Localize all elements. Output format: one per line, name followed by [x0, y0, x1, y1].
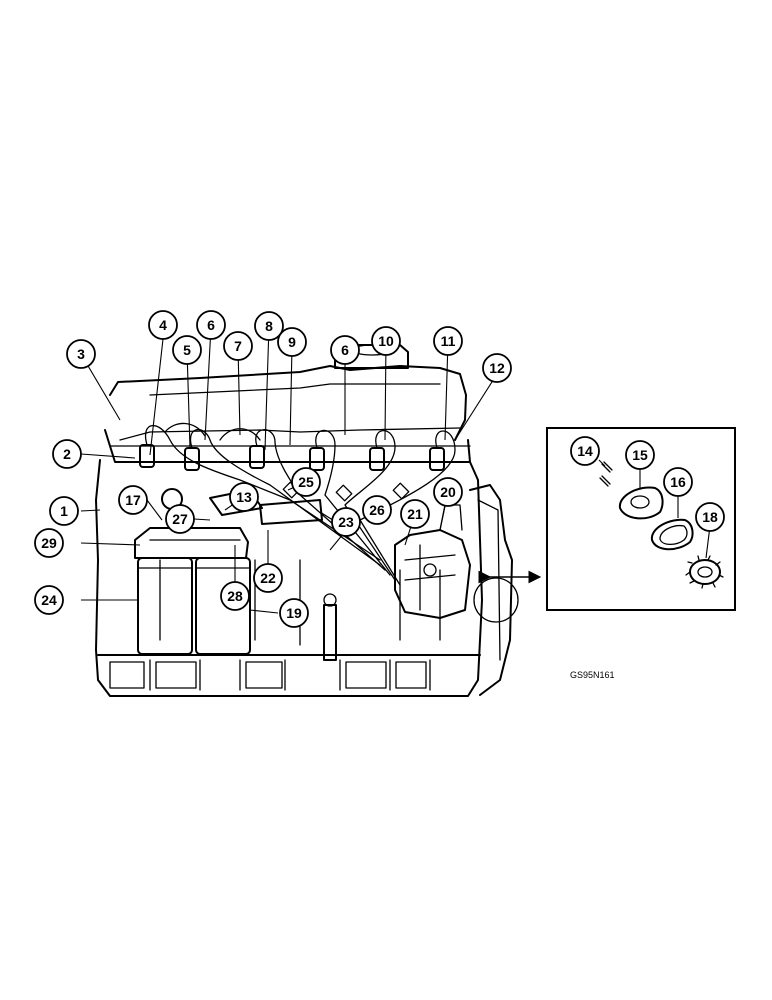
svg-text:6: 6 [341, 342, 349, 358]
svg-text:22: 22 [260, 570, 276, 586]
svg-text:18: 18 [702, 509, 718, 525]
callout: 12 [482, 353, 512, 383]
svg-text:5: 5 [183, 342, 191, 358]
callout: 27 [165, 504, 195, 534]
svg-text:26: 26 [369, 502, 385, 518]
callout: 6 [196, 310, 226, 340]
svg-text:23: 23 [338, 514, 354, 530]
svg-text:13: 13 [236, 489, 252, 505]
callout: 23 [331, 507, 361, 537]
callout: 16 [663, 467, 693, 497]
svg-text:3: 3 [77, 346, 85, 362]
svg-text:27: 27 [172, 511, 188, 527]
svg-text:15: 15 [632, 447, 648, 463]
callout: 8 [254, 311, 284, 341]
callout: 11 [433, 326, 463, 356]
callout: 4 [148, 310, 178, 340]
callout: 5 [172, 335, 202, 365]
callout: 14 [570, 436, 600, 466]
svg-text:21: 21 [407, 506, 423, 522]
svg-text:24: 24 [41, 592, 57, 608]
callout: 13 [229, 482, 259, 512]
callout: 21 [400, 499, 430, 529]
svg-text:10: 10 [378, 333, 394, 349]
callout: 22 [253, 563, 283, 593]
callout: 10 [371, 326, 401, 356]
svg-text:25: 25 [298, 474, 314, 490]
callout: 2 [52, 439, 82, 469]
callout: 7 [223, 331, 253, 361]
figure-code: GS95N161 [570, 670, 615, 680]
svg-text:14: 14 [577, 443, 593, 459]
svg-text:16: 16 [670, 474, 686, 490]
callout: 1 [49, 496, 79, 526]
svg-text:28: 28 [227, 588, 243, 604]
svg-text:19: 19 [286, 605, 302, 621]
callout: 28 [220, 581, 250, 611]
callout: 17 [118, 485, 148, 515]
svg-text:9: 9 [288, 334, 296, 350]
engine-illustration [95, 344, 519, 697]
callout: 18 [695, 502, 725, 532]
callout: 9 [277, 327, 307, 357]
svg-text:12: 12 [489, 360, 505, 376]
callout: 15 [625, 440, 655, 470]
callout: 19 [279, 598, 309, 628]
callout: 25 [291, 467, 321, 497]
callout: 3 [66, 339, 96, 369]
callout: 20 [433, 477, 463, 507]
callout: 6 [330, 335, 360, 365]
svg-text:17: 17 [125, 492, 141, 508]
svg-text:8: 8 [265, 318, 273, 334]
svg-text:4: 4 [159, 317, 167, 333]
svg-text:7: 7 [234, 338, 242, 354]
svg-text:6: 6 [207, 317, 215, 333]
svg-text:11: 11 [441, 333, 456, 349]
svg-text:1: 1 [60, 503, 68, 519]
svg-text:2: 2 [63, 446, 71, 462]
svg-text:20: 20 [440, 484, 456, 500]
callout: 24 [34, 585, 64, 615]
callout: 29 [34, 528, 64, 558]
svg-text:29: 29 [41, 535, 57, 551]
callout: 26 [362, 495, 392, 525]
